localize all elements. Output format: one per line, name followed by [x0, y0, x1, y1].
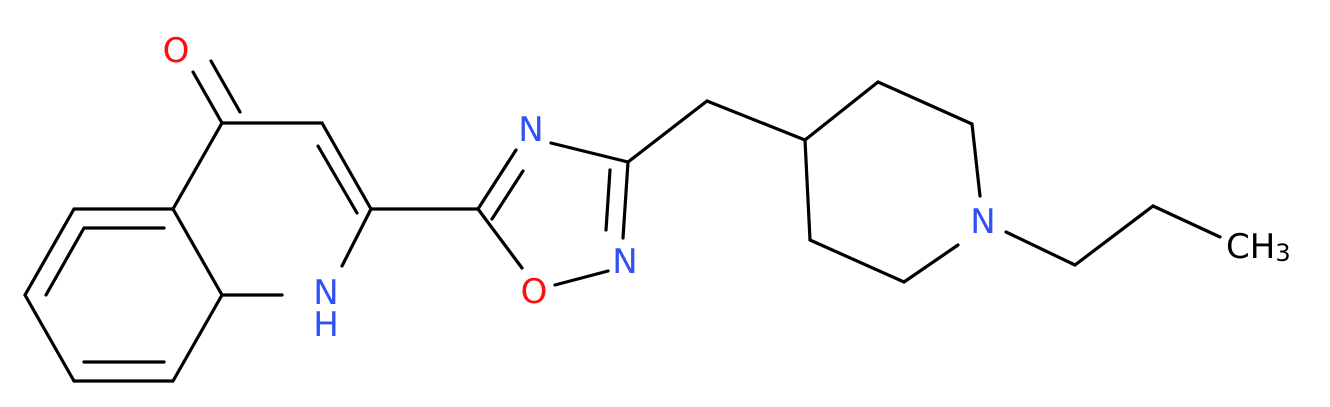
oxadiazole-n4-label: N	[518, 110, 543, 150]
carbonyl-bond	[191, 59, 242, 125]
bond	[549, 141, 630, 164]
piperidine-ring	[803, 80, 982, 284]
bond	[23, 207, 76, 297]
bond	[476, 148, 518, 211]
methyl-c-text: CH	[1226, 227, 1275, 267]
bond	[876, 80, 974, 126]
bond	[171, 121, 224, 211]
ring-nh-h-label: H	[313, 305, 339, 345]
propyl-chain	[1004, 204, 1222, 267]
bond	[1004, 230, 1077, 267]
methyl-subscript: 3	[1275, 239, 1290, 267]
bond	[171, 293, 224, 383]
bond	[970, 122, 982, 198]
bond	[902, 243, 960, 284]
bond	[490, 169, 525, 221]
oxadiazole-n2-label: N	[612, 242, 637, 282]
bond	[604, 168, 612, 232]
bond	[340, 207, 373, 268]
piperidine-n-label: N	[970, 202, 995, 242]
bond	[1073, 204, 1155, 267]
bond	[803, 138, 812, 242]
bond	[803, 80, 880, 142]
pyridinone-ring	[171, 121, 373, 297]
methyl-label: CH3	[1226, 227, 1291, 267]
bond	[808, 238, 906, 284]
benzene-ring	[23, 207, 224, 383]
bond	[320, 121, 373, 211]
ring-nh-n-label: N	[313, 273, 338, 313]
oxadiazole-ring	[476, 141, 630, 287]
carbonyl-oxygen-label: O	[163, 31, 190, 71]
bond	[476, 207, 524, 270]
bond	[553, 269, 610, 287]
bond	[1151, 204, 1222, 239]
bond	[621, 160, 630, 240]
bond	[705, 99, 807, 142]
methylene-linker	[626, 99, 807, 164]
bond	[44, 226, 86, 297]
bond	[316, 144, 359, 215]
bond	[171, 207, 224, 297]
bond	[209, 59, 242, 114]
bond	[191, 70, 224, 125]
bond	[23, 293, 76, 383]
bond	[626, 99, 709, 164]
oxadiazole-o1-label: O	[521, 272, 548, 312]
